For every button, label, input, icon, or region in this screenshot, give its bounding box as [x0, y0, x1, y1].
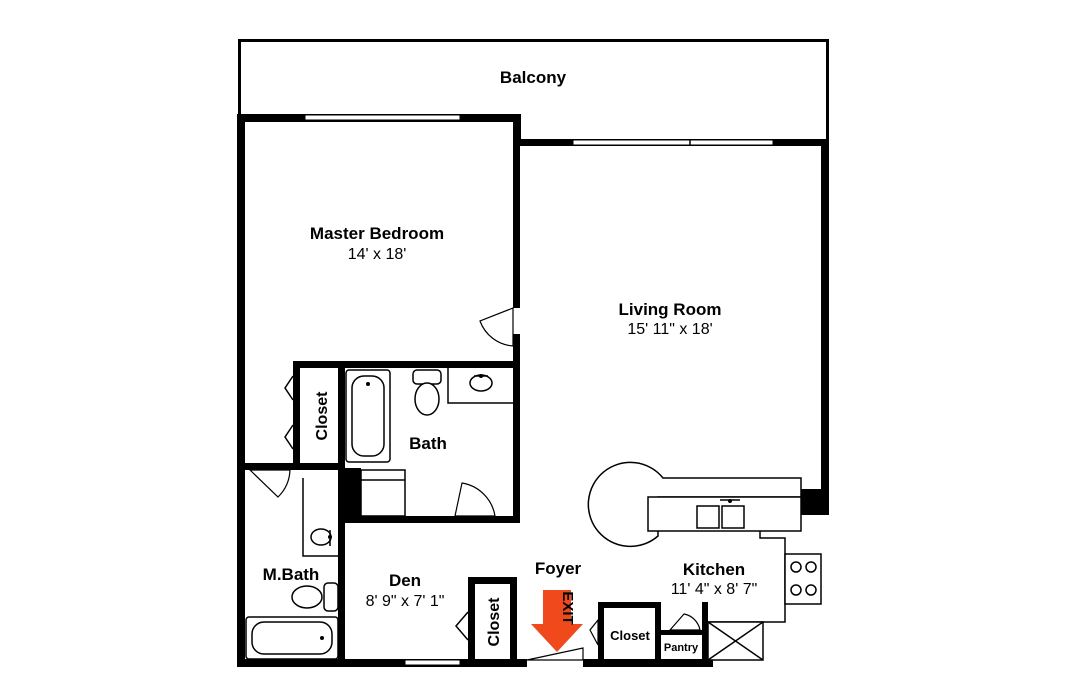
refrigerator-icon: [707, 621, 764, 661]
master-bedroom-label: Master Bedroom: [310, 224, 444, 243]
den-closet-label: Closet: [486, 597, 503, 647]
den-label: Den: [389, 571, 421, 590]
kitchen-size: 11' 4" x 8' 7": [671, 581, 758, 598]
mbath-door-icon: [248, 469, 291, 498]
bath-sink-icon: [447, 368, 513, 404]
foyer-closet-door-icon: [589, 618, 599, 646]
balcony-outline: [238, 39, 829, 142]
mbath-sink-icon: [302, 478, 338, 557]
bath-label: Bath: [409, 434, 447, 453]
pantry-label: Pantry: [664, 642, 699, 654]
entry-door-icon: [526, 647, 584, 661]
master-bedroom-size: 14' x 18': [348, 246, 407, 263]
exit-label: EXIT: [559, 591, 576, 624]
bedroom-closet-label: Closet: [314, 391, 331, 441]
foyer-label: Foyer: [535, 559, 582, 578]
mbath-label: M.Bath: [263, 565, 320, 584]
bathtub-icon: [345, 369, 391, 463]
foyer-closet-label: Closet: [610, 628, 650, 643]
den-size: 8' 9" x 7' 1": [366, 593, 445, 610]
balcony-label: Balcony: [500, 68, 567, 87]
den-closet-door-icon: [455, 611, 469, 641]
living-room-label: Living Room: [619, 300, 722, 319]
kitchen-label: Kitchen: [683, 560, 745, 579]
windows: [304, 114, 774, 666]
closet-bifold-door-icon: [284, 375, 294, 450]
doors: [248, 307, 701, 661]
bath-door-icon: [454, 482, 496, 517]
toilet-icon: [412, 369, 442, 416]
interior-walls: [237, 140, 829, 667]
kitchen-sink-icon: [696, 499, 745, 529]
living-room-size: 15' 11" x 18': [627, 321, 712, 338]
mbath-toilet-icon: [291, 582, 339, 612]
pantry-door-icon: [668, 613, 701, 631]
kitchen-counter-icon: [587, 461, 802, 623]
room-labels: Balcony Master Bedroom 14' x 18' Living …: [263, 68, 758, 654]
shower-icon: [360, 469, 406, 517]
exit-arrow-icon: EXIT: [531, 590, 583, 652]
mbath-tub-icon: [245, 616, 339, 660]
stove-icon: [784, 553, 822, 605]
bedroom-door-icon: [479, 307, 514, 347]
